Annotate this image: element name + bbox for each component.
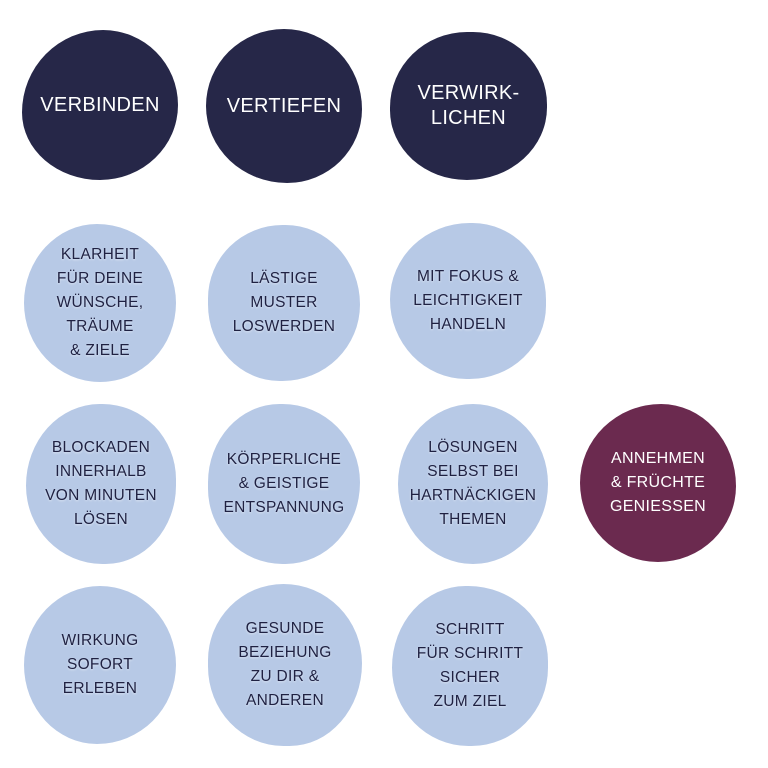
item-label-loesungen: LÖSUNGEN SELBST BEI HARTNÄCKIGEN THEMEN: [409, 439, 537, 528]
outcome-label-annehmen: ANNEHMEN & FRÜCHTE GENIESSEN: [609, 450, 707, 515]
item-circle-beziehung: GESUNDE BEZIEHUNG ZU DIR & ANDEREN: [208, 584, 362, 746]
header-circle-verwirklichen: VERWIRK- LICHEN: [390, 32, 547, 180]
item-circle-wirkung: WIRKUNG SOFORT ERLEBEN: [24, 586, 176, 744]
header-label-vertiefen: VERTIEFEN: [226, 94, 342, 117]
item-circle-klarheit: KLARHEIT FÜR DEINE WÜNSCHE, TRÄUME & ZIE…: [24, 224, 176, 382]
item-circle-loesungen: LÖSUNGEN SELBST BEI HARTNÄCKIGEN THEMEN: [398, 404, 548, 564]
outcome-circle-annehmen: ANNEHMEN & FRÜCHTE GENIESSEN: [580, 404, 736, 562]
item-label-wirkung: WIRKUNG SOFORT ERLEBEN: [61, 632, 139, 697]
header-circle-verbinden: VERBINDEN: [22, 30, 178, 180]
item-circle-schritt: SCHRITT FÜR SCHRITT SICHER ZUM ZIEL: [392, 586, 548, 746]
item-circle-fokus: MIT FOKUS & LEICHTIGKEIT HANDELN: [390, 223, 546, 379]
item-label-schritt: SCHRITT FÜR SCHRITT SICHER ZUM ZIEL: [416, 621, 524, 710]
header-label-verwirklichen: VERWIRK- LICHEN: [417, 82, 520, 129]
item-label-laestige-muster: LÄSTIGE MUSTER LOSWERDEN: [232, 270, 336, 335]
item-circle-entspannung: KÖRPERLICHE & GEISTIGE ENTSPANNUNG: [208, 404, 360, 564]
header-label-verbinden: VERBINDEN: [40, 93, 160, 116]
item-label-fokus: MIT FOKUS & LEICHTIGKEIT HANDELN: [413, 268, 523, 333]
item-label-blockaden: BLOCKADEN INNERHALB VON MINUTEN LÖSEN: [45, 439, 157, 528]
item-circle-laestige-muster: LÄSTIGE MUSTER LOSWERDEN: [208, 225, 360, 381]
item-label-beziehung: GESUNDE BEZIEHUNG ZU DIR & ANDEREN: [238, 620, 332, 709]
item-label-entspannung: KÖRPERLICHE & GEISTIGE ENTSPANNUNG: [223, 451, 345, 516]
header-circle-vertiefen: VERTIEFEN: [206, 29, 362, 183]
item-label-klarheit: KLARHEIT FÜR DEINE WÜNSCHE, TRÄUME & ZIE…: [56, 246, 144, 359]
item-circle-blockaden: BLOCKADEN INNERHALB VON MINUTEN LÖSEN: [26, 404, 176, 564]
